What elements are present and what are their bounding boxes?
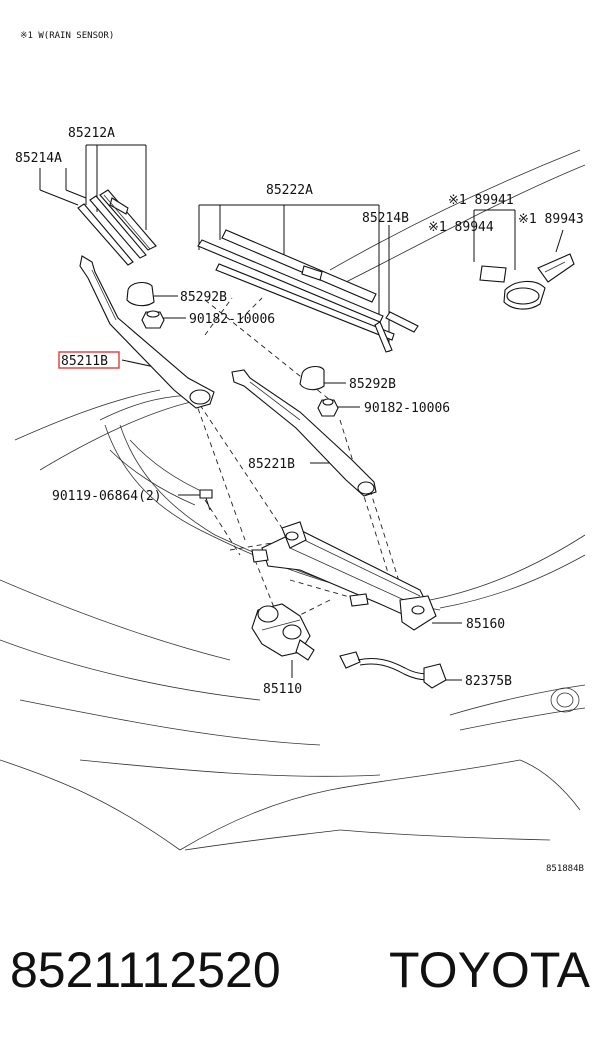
assembly-dashed-lines (194, 297, 406, 621)
label-90182-upper[interactable]: 90182-10006 (189, 312, 275, 327)
part-labels: ※1 W(RAIN SENSOR) 85212A 85214A 85222A 8… (15, 31, 584, 874)
bolt-90119[interactable] (199, 489, 213, 511)
label-89943[interactable]: ※1 89943 (518, 212, 584, 227)
label-89941[interactable]: ※1 89941 (448, 193, 514, 208)
label-85160[interactable]: 85160 (466, 617, 505, 632)
label-90119[interactable]: 90119-06864(2) (52, 489, 162, 504)
label-85292b-upper[interactable]: 85292B (180, 290, 227, 305)
wiper-blade-a[interactable] (77, 189, 157, 266)
wiper-motor-85110[interactable] (251, 603, 315, 661)
wiper-arm-85221b[interactable] (231, 369, 377, 497)
part-number: 8521112520 (10, 942, 281, 998)
parts-diagram: ※1 W(RAIN SENSOR) 85212A 85214A 85222A 8… (0, 31, 586, 874)
highlight-box (58, 351, 120, 369)
wiper-linkage-85160[interactable] (251, 521, 437, 631)
label-85221b[interactable]: 85221B (248, 457, 295, 472)
label-85292b-lower[interactable]: 85292B (349, 377, 396, 392)
wiper-blade-b[interactable] (197, 229, 419, 353)
diagram-ref-code: 851884B (546, 864, 584, 874)
rain-sensor-note: ※1 W(RAIN SENSOR) (20, 31, 114, 41)
label-85212a[interactable]: 85212A (68, 126, 115, 141)
wiper-cap-upper[interactable] (126, 281, 155, 307)
label-82375b[interactable]: 82375B (465, 674, 512, 689)
label-85110[interactable]: 85110 (263, 682, 302, 697)
wiper-nut-upper[interactable] (141, 310, 165, 329)
wiper-cap-lower[interactable] (299, 365, 325, 391)
label-90182-lower[interactable]: 90182-10006 (364, 401, 450, 416)
label-89944[interactable]: ※1 89944 (428, 220, 494, 235)
vehicle-body-outline (0, 149, 586, 851)
footer-bar: 8521112520 TOYOTA (10, 935, 590, 1005)
wire-harness-82375b[interactable] (339, 651, 447, 689)
label-85214a[interactable]: 85214A (15, 151, 62, 166)
wiper-nut-lower[interactable] (317, 398, 339, 417)
label-85214b[interactable]: 85214B (362, 211, 409, 226)
wiper-arm-85211b[interactable] (79, 255, 215, 409)
label-85211b[interactable]: 85211B (61, 354, 108, 369)
brand-name: TOYOTA (389, 942, 590, 998)
label-85222a[interactable]: 85222A (266, 183, 313, 198)
rain-sensor-parts[interactable] (479, 253, 575, 310)
